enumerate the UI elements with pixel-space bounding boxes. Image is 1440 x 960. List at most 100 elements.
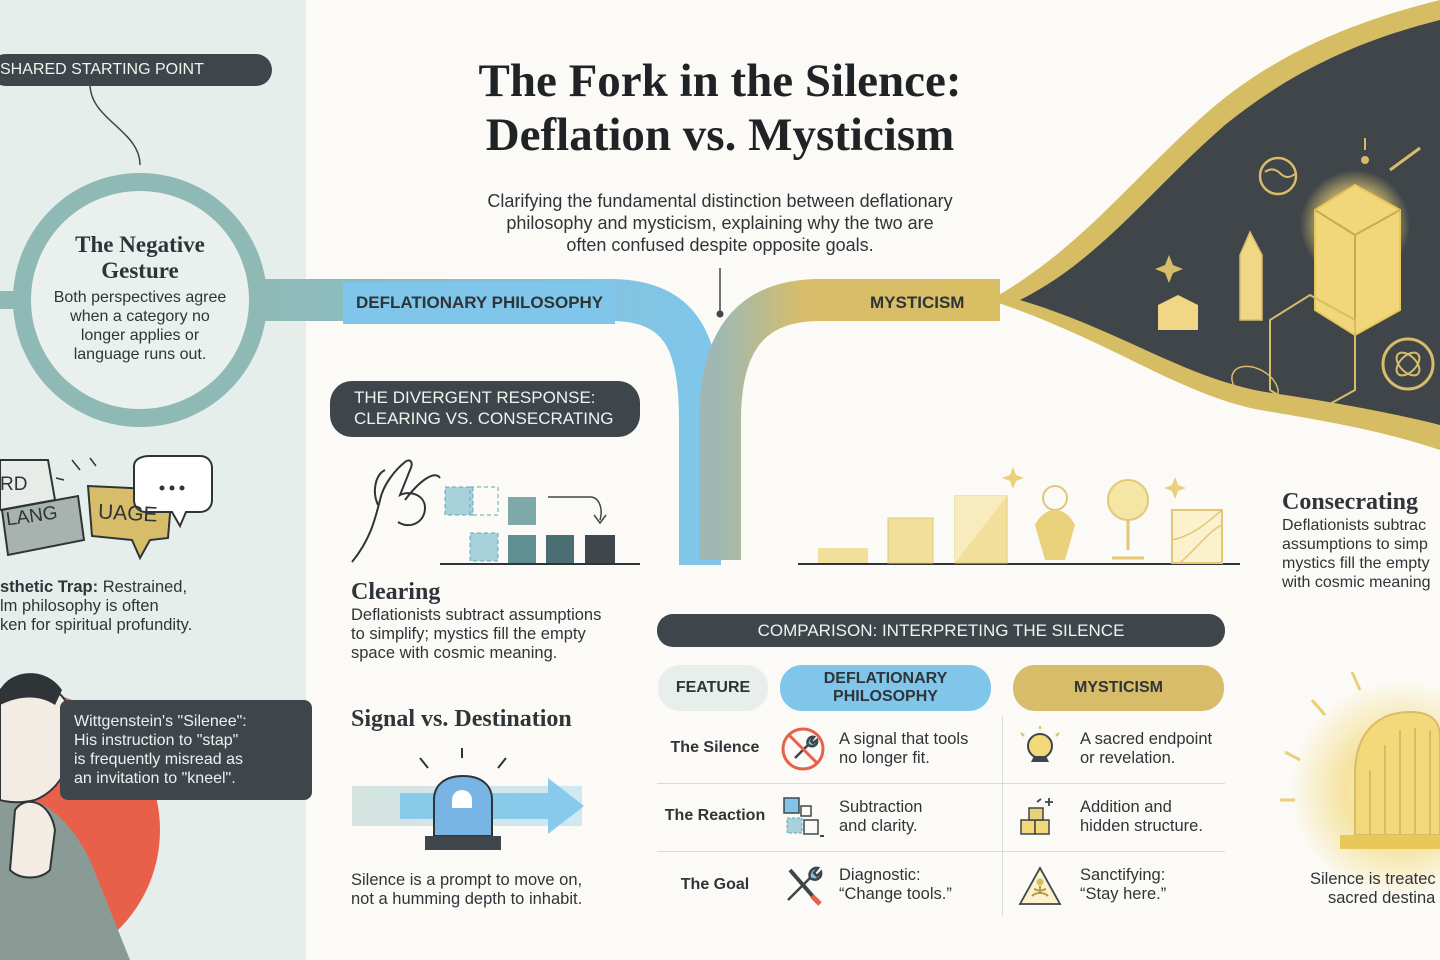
negative-gesture-text-3: longer applies or [80,327,200,344]
row-mysticism-line-1: Addition and [1080,798,1172,816]
row-mysticism-line-2: hidden structure. [1080,817,1203,835]
row-mysticism-line-2: or revelation. [1080,749,1176,767]
silence-caption-line-2: sacred destina [1328,889,1436,907]
clearing-heading: Clearing [351,579,441,605]
no-wrench-icon [781,727,825,771]
subtract-blocks-icon [783,797,824,837]
row-deflation-line-1: A signal that tools [839,730,969,748]
header-deflation-line-1: DEFLATIONARY [823,670,948,687]
comparison-banner: COMPARISON: INTERPRETING THE SILENCE [657,614,1225,647]
row-divider-1 [657,783,1225,784]
cosmic-region [1020,20,1440,425]
shared-starting-point-label: SHARED STARTING POINT [0,54,272,86]
shared-label-text: SHARED STARTING POINT [0,61,204,78]
row-deflation-text: A signal that tools no longer fit. [839,730,968,768]
title-line-1: The Fork in the Silence: [478,55,962,107]
page-subtitle: Clarifying the fundamental distinction b… [440,190,1000,256]
divergent-line-1: THE DIVERGENT RESPONSE: [354,388,596,407]
signal-line-2: not a humming depth to inhabit. [351,890,583,908]
negative-gesture-block: The Negative Gesture Both perspectives a… [30,232,250,364]
row-feature: The Reaction [664,807,766,824]
negative-gesture-text-2: when a category no [70,308,210,325]
meditating-figure-icon [1018,866,1062,905]
divergent-line-2: CLEARING VS. CONSECRATING [354,409,614,428]
fragment-uage: UAGE [97,500,159,527]
witt-line-1: Wittgenstein's "Silenee": [74,713,247,730]
clearing-line-3: space with cosmic meaning. [351,644,558,662]
subtitle-line-2: philosophy and mysticism, explaining why… [506,213,934,233]
row-divider-2 [657,851,1225,852]
header-deflation: DEFLATIONARY PHILOSOPHY [780,665,991,711]
signal-caption: Silence is a prompt to move on, not a hu… [351,871,631,909]
consecrating-line-2: assumptions to simp [1282,536,1428,553]
mysticism-branch-label: MYSTICISM [800,282,1040,324]
aesthetic-trap-text: sthetic Trap: Restrained, lm philosophy … [0,578,300,635]
negative-gesture-heading-1: The Negative [75,232,205,257]
row-deflation-line-2: and clarity. [839,817,918,835]
comparison-banner-text: COMPARISON: INTERPRETING THE SILENCE [757,620,1125,640]
fragment-rd: RD [0,474,28,495]
speech-bubbles-icon [0,455,213,561]
page-title: The Fork in the Silence: Deflation vs. M… [410,54,1030,162]
witt-line-3: is frequently misread as [74,751,243,768]
consecrating-heading: Consecrating [1282,489,1418,515]
deflation-branch [254,278,721,565]
golden-dome-icon [1280,671,1440,900]
row-feature: The Goal [680,876,750,893]
row-mysticism-text: Addition and hidden structure. [1080,798,1203,836]
subtitle-line-1: Clarifying the fundamental distinction b… [487,191,953,211]
signal-line-1: Silence is a prompt to move on, [351,871,583,889]
header-mysticism: MYSTICISM [1013,665,1224,711]
header-deflation-line-2: PHILOSOPHY [833,688,938,705]
clearing-block: Clearing Deflationists subtract assumpti… [351,578,651,663]
consecrating-line-4: with cosmic meaning [1282,574,1431,591]
row-deflation-text: Diagnostic: “Change tools.” [839,866,952,904]
glowing-orb-icon [1020,726,1060,762]
witt-line-2: His instruction to "stap" [74,732,239,749]
row-deflation-line-1: Subtraction [839,798,923,816]
row-mysticism-line-2: “Stay here.” [1080,885,1167,903]
table-row: The Reaction Subtraction and clarity. Ad… [655,786,1225,848]
tools-icon [787,866,823,906]
mysticism-branch-text: MYSTICISM [870,293,965,312]
row-mysticism-text: Sanctifying: “Stay here.” [1080,866,1166,904]
consecrating-line-3: mystics fill the empty [1282,555,1430,572]
row-deflation-line-2: no longer fit. [839,749,930,767]
header-feature-text: FEATURE [675,679,751,696]
row-feature: The Silence [670,739,760,756]
deflation-branch-text: DEFLATIONARY PHILOSOPHY [356,293,604,312]
divergent-response-label: THE DIVERGENT RESPONSE: CLEARING VS. CON… [330,381,640,437]
trap-bold: sthetic Trap: [0,578,99,596]
row-deflation-line-1: Diagnostic: [839,866,921,884]
negative-gesture-text-1: Both perspectives agree [53,289,227,306]
consecrating-icon [798,467,1240,565]
row-deflation-line-2: “Change tools.” [839,885,952,903]
signal-heading: Signal vs. Destination [351,706,572,732]
table-divider [1002,716,1003,916]
row-mysticism-line-1: Sanctifying: [1080,866,1166,884]
clearing-line-1: Deflationists subtract assumptions [351,606,602,624]
header-feature: FEATURE [658,665,768,711]
header-mysticism-text: MYSTICISM [1074,679,1163,696]
trap-line-2: lm philosophy is often [0,597,159,615]
witt-line-4: an invitation to "kneel". [74,770,236,787]
consecrating-line-1: Deflationists subtrac [1282,517,1427,534]
table-row: The Silence A signal that tools no longe… [655,718,1225,780]
consecrating-block: Consecrating Deflationists subtrac assum… [1282,488,1440,592]
negative-gesture-heading-2: Gesture [101,258,179,283]
row-mysticism-text: A sacred endpoint or revelation. [1080,730,1212,768]
mysticism-branch [699,279,1000,560]
silence-caption-line-1: Silence is treatec [1310,870,1436,888]
row-mysticism-line-1: A sacred endpoint [1080,730,1213,748]
table-row: The Goal Diagnostic: “Change tools.” San… [655,854,1225,916]
add-blocks-icon [1020,798,1053,835]
title-line-2: Deflation vs. Mysticism [485,109,955,161]
clearing-line-2: to simplify; mystics fill the empty [351,625,586,643]
silence-caption: Silence is treatec sacred destina [1310,870,1440,908]
hand-icon [351,459,441,563]
row-deflation-text: Subtraction and clarity. [839,798,922,836]
deflation-branch-label: DEFLATIONARY PHILOSOPHY [343,282,615,324]
trap-line-3: ken for spiritual profundity. [0,616,193,634]
trap-rest: Restrained, [98,578,188,596]
